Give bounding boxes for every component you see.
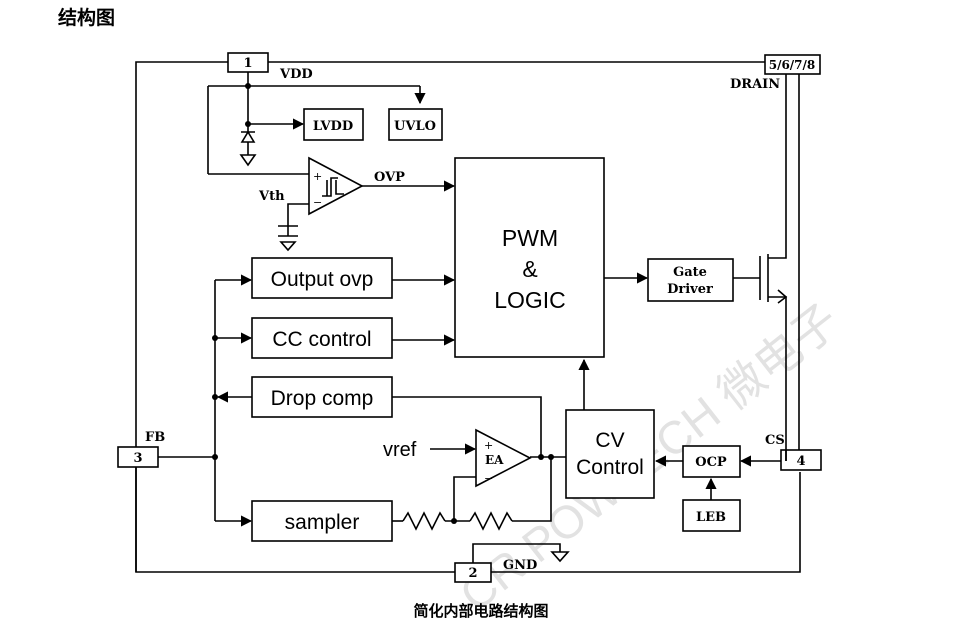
pin-vdd: 1 VDD <box>227 52 313 82</box>
ovp-signal-label: OVP <box>374 170 405 185</box>
leb-label: LEB <box>696 510 726 525</box>
ocp-block: OCP <box>682 445 741 478</box>
uvlo-block: UVLO <box>388 108 443 141</box>
pin-gnd-label: GND <box>503 558 537 573</box>
pin-vdd-number: 1 <box>243 56 252 71</box>
cc-control-block: CC control <box>251 317 393 359</box>
ovp-comparator: + − OVP <box>308 156 456 216</box>
pin-drain: 5/6/7/8 DRAIN <box>730 54 821 92</box>
pin-cs-number: 4 <box>796 454 805 469</box>
sampler-label: sampler <box>285 511 360 534</box>
pwm-ampersand: & <box>522 256 537 282</box>
ovp-comparator-minus: − <box>313 196 322 209</box>
ea-minus: − <box>484 472 493 485</box>
pin-fb: 3 FB <box>117 430 165 468</box>
lvdd-label: LVDD <box>313 119 353 134</box>
page-title: 结构图 <box>58 6 115 29</box>
package-outline <box>135 61 801 573</box>
uvlo-label: UVLO <box>394 119 436 134</box>
leb-block: LEB <box>682 499 741 532</box>
error-amplifier: + EA − vref <box>383 428 566 488</box>
vth-reference: Vth <box>258 189 309 252</box>
control-label: Control <box>576 456 644 479</box>
fb-wiring <box>158 274 253 527</box>
gate-driver-block: Gate Driver <box>647 258 734 302</box>
pin-fb-number: 3 <box>133 451 142 466</box>
vth-label: Vth <box>258 189 285 204</box>
pin-drain-label: DRAIN <box>730 77 780 92</box>
ovp-comparator-plus: + <box>313 170 322 183</box>
pin-cs-label: CS <box>765 433 785 448</box>
pwm-logic-block: PWM & LOGIC <box>454 157 605 358</box>
gate-label: Gate <box>673 265 707 280</box>
vref-label: vref <box>383 439 417 461</box>
cc-control-label: CC control <box>272 328 371 351</box>
vdd-wiring <box>207 72 426 175</box>
cv-control-block: CV Control <box>565 409 655 499</box>
pwm-label: PWM <box>502 225 558 251</box>
gnd-symbol <box>472 543 570 563</box>
drop-comp-label: Drop comp <box>271 387 374 410</box>
pin-gnd-number: 2 <box>468 566 477 581</box>
ocp-label: OCP <box>695 455 727 470</box>
diagram-caption: 简化内部电路结构图 <box>413 602 548 620</box>
output-ovp-label: Output ovp <box>271 268 374 291</box>
cv-label: CV <box>595 429 624 452</box>
feedback-network <box>392 457 552 531</box>
logic-label: LOGIC <box>494 287 566 313</box>
pin-fb-label: FB <box>145 430 165 445</box>
output-ovp-block: Output ovp <box>251 257 393 299</box>
ea-label: EA <box>485 453 504 467</box>
sampler-block: sampler <box>251 500 393 542</box>
lvdd-block: LVDD <box>303 108 364 141</box>
drop-comp-block: Drop comp <box>251 376 393 418</box>
ea-plus: + <box>484 439 493 452</box>
power-mosfet <box>733 74 800 461</box>
pin-vdd-label: VDD <box>279 67 313 82</box>
pin-drain-number: 5/6/7/8 <box>769 58 816 72</box>
pin-cs: 4 CS <box>765 433 822 471</box>
driver-label: Driver <box>667 282 713 297</box>
